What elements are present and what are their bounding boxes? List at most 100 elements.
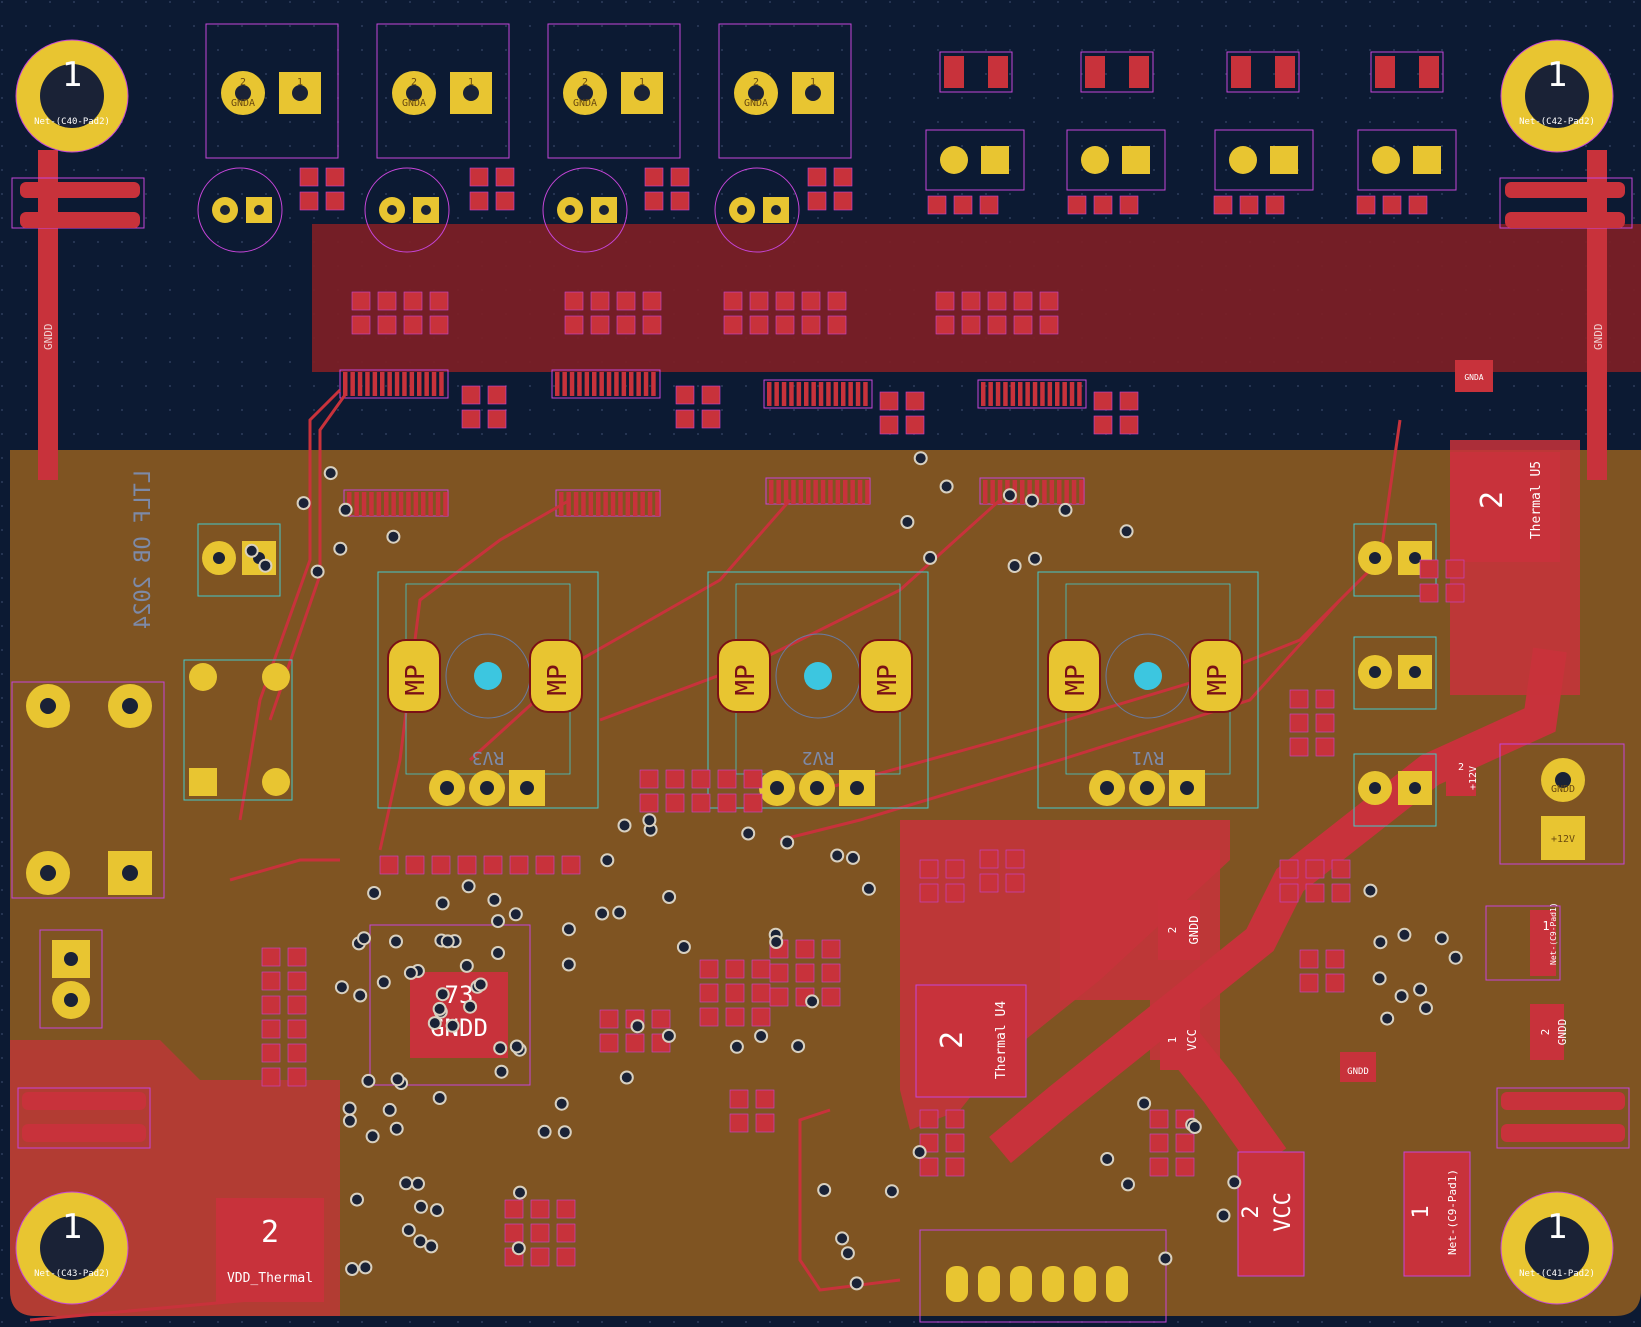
via xyxy=(849,1276,864,1291)
mount-hole-num: 1 xyxy=(62,1207,82,1247)
ic-pin xyxy=(443,492,448,516)
via xyxy=(1413,982,1428,997)
top-connector-4[interactable]: GNDA 2 1 xyxy=(718,23,852,159)
via xyxy=(461,879,476,894)
ic-pin xyxy=(577,372,582,396)
potentiometer-rv1[interactable]: MP MP RV1 xyxy=(1037,571,1259,809)
smd-pad xyxy=(261,971,281,991)
thermal-u5-pad[interactable]: 2 Thermal U5 xyxy=(1450,452,1560,562)
thermal-u4-label: Thermal U4 xyxy=(994,1001,1009,1079)
smd-pad xyxy=(530,1247,550,1267)
ic-pin xyxy=(424,372,429,396)
ic-pin xyxy=(855,382,861,406)
smd-pad xyxy=(769,987,789,1007)
smd-pad xyxy=(919,1109,939,1129)
smd-pad xyxy=(564,315,584,335)
smd-pad xyxy=(833,191,853,211)
right-header-stack[interactable] xyxy=(1353,523,1437,827)
smd-pad xyxy=(905,391,925,411)
top-connector-1[interactable]: GNDA 2 1 xyxy=(205,23,339,159)
potentiometer-rv2[interactable]: MP MP RV2 xyxy=(707,571,929,809)
c9-bottom-pad[interactable]: 1 Net-(C9-Pad1) xyxy=(1403,1151,1471,1277)
smd-pad xyxy=(556,1199,576,1219)
via xyxy=(386,529,401,544)
gndd-right-pad[interactable]: 2 GNDD xyxy=(1530,1004,1569,1060)
smd-pad xyxy=(616,315,636,335)
ic-pin xyxy=(380,372,385,396)
ic-pin xyxy=(555,372,560,396)
smd-pad xyxy=(403,291,423,311)
vdd-thermal-pad[interactable]: 2 VDD_Thermal xyxy=(216,1198,324,1302)
mount-hole-bottom-left[interactable]: 1 Net-(C43-Pad2) xyxy=(15,1191,129,1305)
top-connector-2[interactable]: GNDA 2 1 xyxy=(376,23,510,159)
smd-pad xyxy=(495,167,515,187)
via xyxy=(1028,551,1042,566)
mount-hole-bottom-right[interactable]: 1 Net-(C41-Pad2) xyxy=(1500,1191,1614,1305)
smd-pad xyxy=(979,873,999,893)
via xyxy=(382,1102,397,1117)
smd-pad xyxy=(755,1113,775,1133)
smd-pad xyxy=(807,167,827,187)
via xyxy=(430,1203,444,1218)
smd-pad xyxy=(642,291,662,311)
ic-pin xyxy=(776,480,781,504)
power-connector[interactable]: GNDD +12V 2 +12V xyxy=(1446,743,1625,865)
via xyxy=(1227,1175,1242,1190)
smd-pad xyxy=(1013,291,1033,311)
left-switch-footprint[interactable] xyxy=(183,659,293,801)
via xyxy=(401,1223,416,1238)
vcc-pad-label: VCC xyxy=(1271,1192,1296,1232)
mount-hole-top-right[interactable]: 1 Net-(C42-Pad2) xyxy=(1500,39,1614,153)
left-connector-block[interactable] xyxy=(11,681,165,899)
bottom-pin-header[interactable] xyxy=(919,1229,1167,1323)
capacitor-top-right[interactable] xyxy=(1499,177,1633,229)
via xyxy=(432,1001,447,1016)
smd-pad xyxy=(287,1067,307,1087)
via xyxy=(493,1041,508,1056)
ic-pin xyxy=(621,372,627,396)
smd-pad xyxy=(979,195,999,215)
via xyxy=(357,931,371,946)
power-conn-bottom-label: +12V xyxy=(1551,834,1575,845)
ic-pin xyxy=(781,382,787,406)
capacitor-top-left[interactable] xyxy=(11,177,145,229)
smd-pad xyxy=(651,1009,671,1029)
mount-hole-top-left[interactable]: 1 Net-(C40-Pad2) xyxy=(15,39,129,153)
smd-pad xyxy=(717,793,737,813)
smd-pad xyxy=(299,167,319,187)
smd-pad xyxy=(1119,391,1139,411)
smd-pad xyxy=(461,385,481,405)
via xyxy=(1372,971,1387,986)
ic-pin xyxy=(769,480,774,504)
gndd-mid-pad[interactable]: 2 GNDD xyxy=(1158,900,1201,960)
smd-pad xyxy=(1445,583,1465,603)
via xyxy=(432,1091,447,1105)
smd-pad xyxy=(261,947,281,967)
ic-pin xyxy=(1071,480,1077,504)
left-vertical-header[interactable] xyxy=(39,929,103,1029)
via xyxy=(1394,989,1409,1004)
smd-pad xyxy=(827,291,847,311)
via xyxy=(1187,1120,1202,1134)
ic-pin xyxy=(811,382,816,406)
smd-pad xyxy=(504,1199,524,1219)
smd-pad xyxy=(749,291,769,311)
capacitor-bottom-left[interactable] xyxy=(17,1087,151,1149)
capacitor-bottom-right[interactable] xyxy=(1496,1087,1630,1149)
potentiometer-rv3[interactable]: MP MP RV3 xyxy=(377,571,599,809)
smd-pad xyxy=(699,1007,719,1027)
ic-pin xyxy=(573,492,579,516)
thermal-u5-label: Thermal U5 xyxy=(1529,461,1544,539)
ic-pin xyxy=(983,480,988,504)
connector-pad2-num: 2 xyxy=(411,77,417,88)
ic-pin xyxy=(990,480,995,504)
via xyxy=(835,1231,850,1246)
top-connector-3[interactable]: GNDA 2 1 xyxy=(547,23,681,159)
smd-pad xyxy=(429,315,449,335)
via xyxy=(595,906,610,921)
vcc-bottom-pad[interactable]: 2 VCC xyxy=(1237,1151,1305,1277)
c9-right-pad[interactable]: 1 Net-(C9-Pad1) xyxy=(1485,902,1561,981)
thermal-u4-pad[interactable]: 2 Thermal U4 xyxy=(915,984,1027,1098)
vcc-mid-pad[interactable]: 1 VCC xyxy=(1160,1010,1200,1070)
left-2pin-header[interactable] xyxy=(197,523,281,597)
